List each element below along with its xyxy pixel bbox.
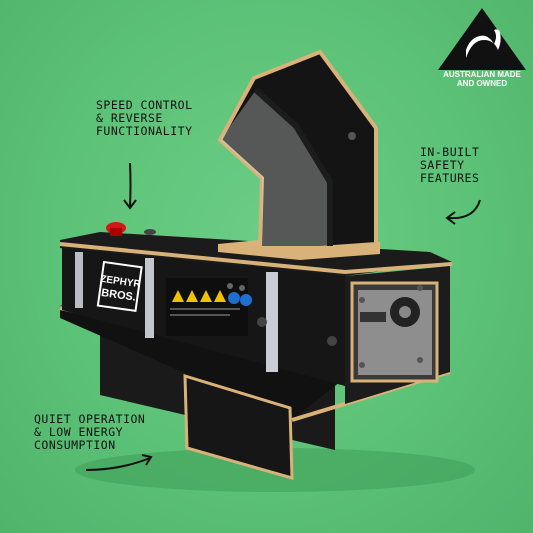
lower-shelf xyxy=(60,300,350,420)
chute-window xyxy=(220,90,330,246)
speed-arrow xyxy=(129,162,132,208)
safety-arrow xyxy=(447,199,481,220)
port-knob[interactable] xyxy=(327,336,337,346)
indicator-light xyxy=(227,283,233,289)
pillar-right xyxy=(266,272,278,372)
warning-icon xyxy=(172,290,184,302)
pillar-left xyxy=(75,252,83,308)
warning-icon xyxy=(214,290,226,302)
speed-control-callout: SPEED CONTROL & REVERSE FUNCTIONALITY xyxy=(96,98,193,138)
brand-logo: ZEPHYR BROS. xyxy=(96,260,143,312)
chute-bolt xyxy=(348,132,356,140)
speed-dial[interactable] xyxy=(144,229,156,235)
kangaroo-triangle-icon xyxy=(438,8,526,70)
indicator-light xyxy=(239,285,245,291)
warning-icon xyxy=(200,290,212,302)
foot-panel xyxy=(183,373,294,481)
warning-icon xyxy=(186,290,198,302)
safety-sticker-strip xyxy=(166,278,252,336)
badge-line-2: AND OWNED xyxy=(456,79,508,88)
kangaroo-icon xyxy=(466,29,501,58)
motor-bracket xyxy=(360,312,386,322)
quiet-arrow xyxy=(85,457,151,471)
switch-knob[interactable] xyxy=(257,317,267,327)
emergency-stop-base xyxy=(110,228,122,236)
info-icon xyxy=(240,294,252,306)
badge-line-1: AUSTRALIAN MADE xyxy=(443,70,521,79)
safety-features-callout: IN-BUILT SAFETY FEATURES xyxy=(420,145,480,185)
quiet-operation-callout: QUIET OPERATION & LOW ENERGY CONSUMPTION xyxy=(34,412,146,452)
info-icon xyxy=(228,292,240,304)
australian-made-badge: AUSTRALIAN MADE AND OWNED xyxy=(436,6,528,92)
top-deck-edge xyxy=(59,242,453,275)
feed-chute xyxy=(217,49,378,247)
pillar-mid xyxy=(145,258,154,338)
brand-line-2: BROS. xyxy=(100,287,136,304)
motor-shaft xyxy=(399,306,411,318)
